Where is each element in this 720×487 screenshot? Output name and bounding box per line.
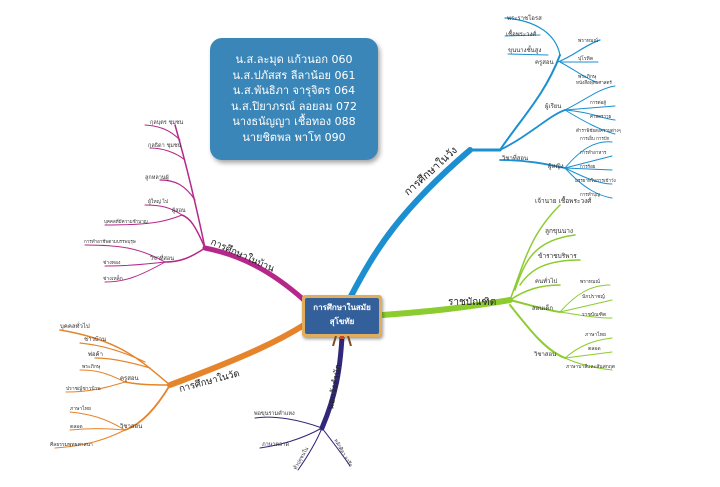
palace-subject-item: การทำอาหาร xyxy=(580,149,607,156)
home-subject-item: ช่างเหล็ก xyxy=(103,274,123,282)
outside-extra: พ่อขุนรามคำแหง xyxy=(254,410,295,417)
author-name: น.ส.ปภัสสร ลีลาน้อย 061 xyxy=(232,68,356,82)
temple-subject-label: วิชาสอน xyxy=(119,423,142,430)
author-name: น.ส.พันธิภา จารุจิตร 064 xyxy=(232,84,356,97)
temple-teacher-label: ครูสอน xyxy=(120,375,139,382)
palace-subject-item: การเย็บ การปัก xyxy=(580,134,610,142)
central-topic-line1: การศึกษาในสมัย xyxy=(313,303,371,312)
palace-item: ขุนนางชั้นสูง xyxy=(508,44,541,54)
outside-item: หลักศิลา จารึก xyxy=(332,438,354,469)
home-label: การศึกษาในบ้าน xyxy=(209,236,277,275)
outside-label: นอกวังสำนัก xyxy=(326,364,344,411)
home-teacher-item: ผู้ใหญ่ ไป xyxy=(148,198,168,205)
author-name: น.ส.ละมุด แก้วนอก 060 xyxy=(235,53,353,66)
royal-sublabels: เจ้านาย เชื้อพระวงศ์ ลูกขุนนาง ข้าราชบริ… xyxy=(532,196,615,370)
home-teacher-item: บุคคลที่มีความชำนาญ xyxy=(104,218,148,225)
palace-learner-item: การต่อสู้ xyxy=(590,100,606,106)
central-topic-board: การศึกษาในสมัย สุโขทัย xyxy=(305,298,379,334)
home-teacher-label: ผู้สอน xyxy=(172,207,186,214)
palace-learner-item: ศาสตราวุธ xyxy=(590,114,612,120)
home-subject-label: วิชาที่สอน xyxy=(149,254,174,262)
palace-teacher-item: พระภิกษุ xyxy=(578,73,597,80)
author-name: นางธนัญญา เชื้อทอง 088 xyxy=(232,115,356,128)
royal-stem-label: คนทั่วไป xyxy=(535,277,557,285)
temple-teacher-item: ปราชญ์ชาวบ้าน xyxy=(66,385,101,392)
palace-subject-label2: ผู้หญิง xyxy=(548,163,564,170)
royal-item: ข้าราชบริพาร xyxy=(538,252,577,260)
royal-item: เจ้านาย เชื้อพระวงศ์ xyxy=(535,196,592,205)
palace-subject-label: วิชาที่สอน xyxy=(501,154,528,162)
central-topic: การศึกษาในสมัย สุโขทัย xyxy=(302,295,382,337)
royal-teacher-item: ราชบัณฑิต xyxy=(582,311,606,318)
temple-teacher-item: พระภิกษุ xyxy=(82,363,101,370)
home-sublabels: กุลบุตร ชุมชน กุลธิดา ชุมชน ลูกหลานผู้ ผ… xyxy=(84,119,186,282)
outside-item: ภาษาตลาด xyxy=(262,442,289,448)
temple-item: บุคคลทั่วไป xyxy=(60,322,90,330)
royal-item: ลูกขุนนาง xyxy=(545,227,573,235)
branch-palace xyxy=(347,17,616,301)
royal-subject-label: วิชาสอน xyxy=(533,351,556,358)
palace-learner-label: ผู้เรียน xyxy=(545,102,561,110)
author-name: นายชิตพล พาโท 090 xyxy=(242,130,346,144)
outside-item: ทั่วปุถุชนใน xyxy=(292,445,311,471)
branch-outside xyxy=(254,334,351,471)
palace-item: พระราชโอรส xyxy=(507,14,542,22)
palace-subject-item: การร้อย xyxy=(580,164,596,170)
board-stand-icon xyxy=(332,336,352,346)
royal-teacher-label: สอนเด็ก xyxy=(532,303,553,312)
palace-subject-item: การทำบุญ xyxy=(580,191,600,198)
palace-item: เชื้อพระวงศ์ xyxy=(506,28,536,38)
author-names-box: น.ส.ละมุด แก้วนอก 060 น.ส.ปภัสสร ลีลาน้อ… xyxy=(210,38,378,160)
temple-item: พ่อค้า xyxy=(88,351,103,358)
temple-subject-item: ตลอด xyxy=(70,424,83,430)
temple-subject-item: ศีลธรรมพุทธศาสนา xyxy=(50,441,93,448)
author-name: น.ส.ปิยาภรณ์ ลอยลม 072 xyxy=(231,99,357,113)
royal-label: ราชบัณฑิต xyxy=(448,297,496,308)
palace-teacher-item: พราหมณ์ xyxy=(578,37,598,44)
central-topic-line2: สุโขทัย xyxy=(329,317,355,326)
palace-learner-item: หนังสือพุทธศาสตร์ xyxy=(576,79,612,86)
royal-subject-item: ภาษาบาลีและสันสกฤต xyxy=(566,363,615,370)
home-subject-item: ช่างทอง xyxy=(103,260,121,266)
home-item: กุลธิดา ชุมชน xyxy=(148,142,182,149)
home-item: ลูกหลานผู้ xyxy=(145,174,169,181)
branch-home xyxy=(84,124,307,303)
royal-subject-item: ภาษาไทย xyxy=(585,331,606,338)
branch-temple xyxy=(54,322,307,449)
royal-teacher-item: พราหมณ์ xyxy=(580,278,600,285)
palace-subject-item: มรรยาทในการเข้าวัง xyxy=(575,178,616,184)
palace-sublabels: พระราชโอรส เชื้อพระวงศ์ ขุนนางชั้นสูง คร… xyxy=(501,14,621,198)
temple-item: ชาวบ้าน xyxy=(84,336,106,343)
royal-subject-item: ตลอด xyxy=(588,346,601,352)
home-subject-item: การทำอาชีพตามบรรพบุรุษ xyxy=(84,238,136,245)
palace-learner-item: ตำราพิชัยสงครามต่างๆ xyxy=(576,127,622,134)
temple-sublabels: บุคคลทั่วไป ชาวบ้าน พ่อค้า ครูสอน พระภิก… xyxy=(50,322,142,448)
royal-teacher-item: นักปราชญ์ xyxy=(582,293,605,300)
branch-royal xyxy=(379,204,613,371)
home-item: กุลบุตร ชุมชน xyxy=(150,119,184,126)
palace-teacher-item: ปุโรหิต xyxy=(578,55,593,62)
temple-subject-item: ภาษาไทย xyxy=(70,405,91,412)
palace-teacher-label: ครูสอน xyxy=(535,59,554,66)
